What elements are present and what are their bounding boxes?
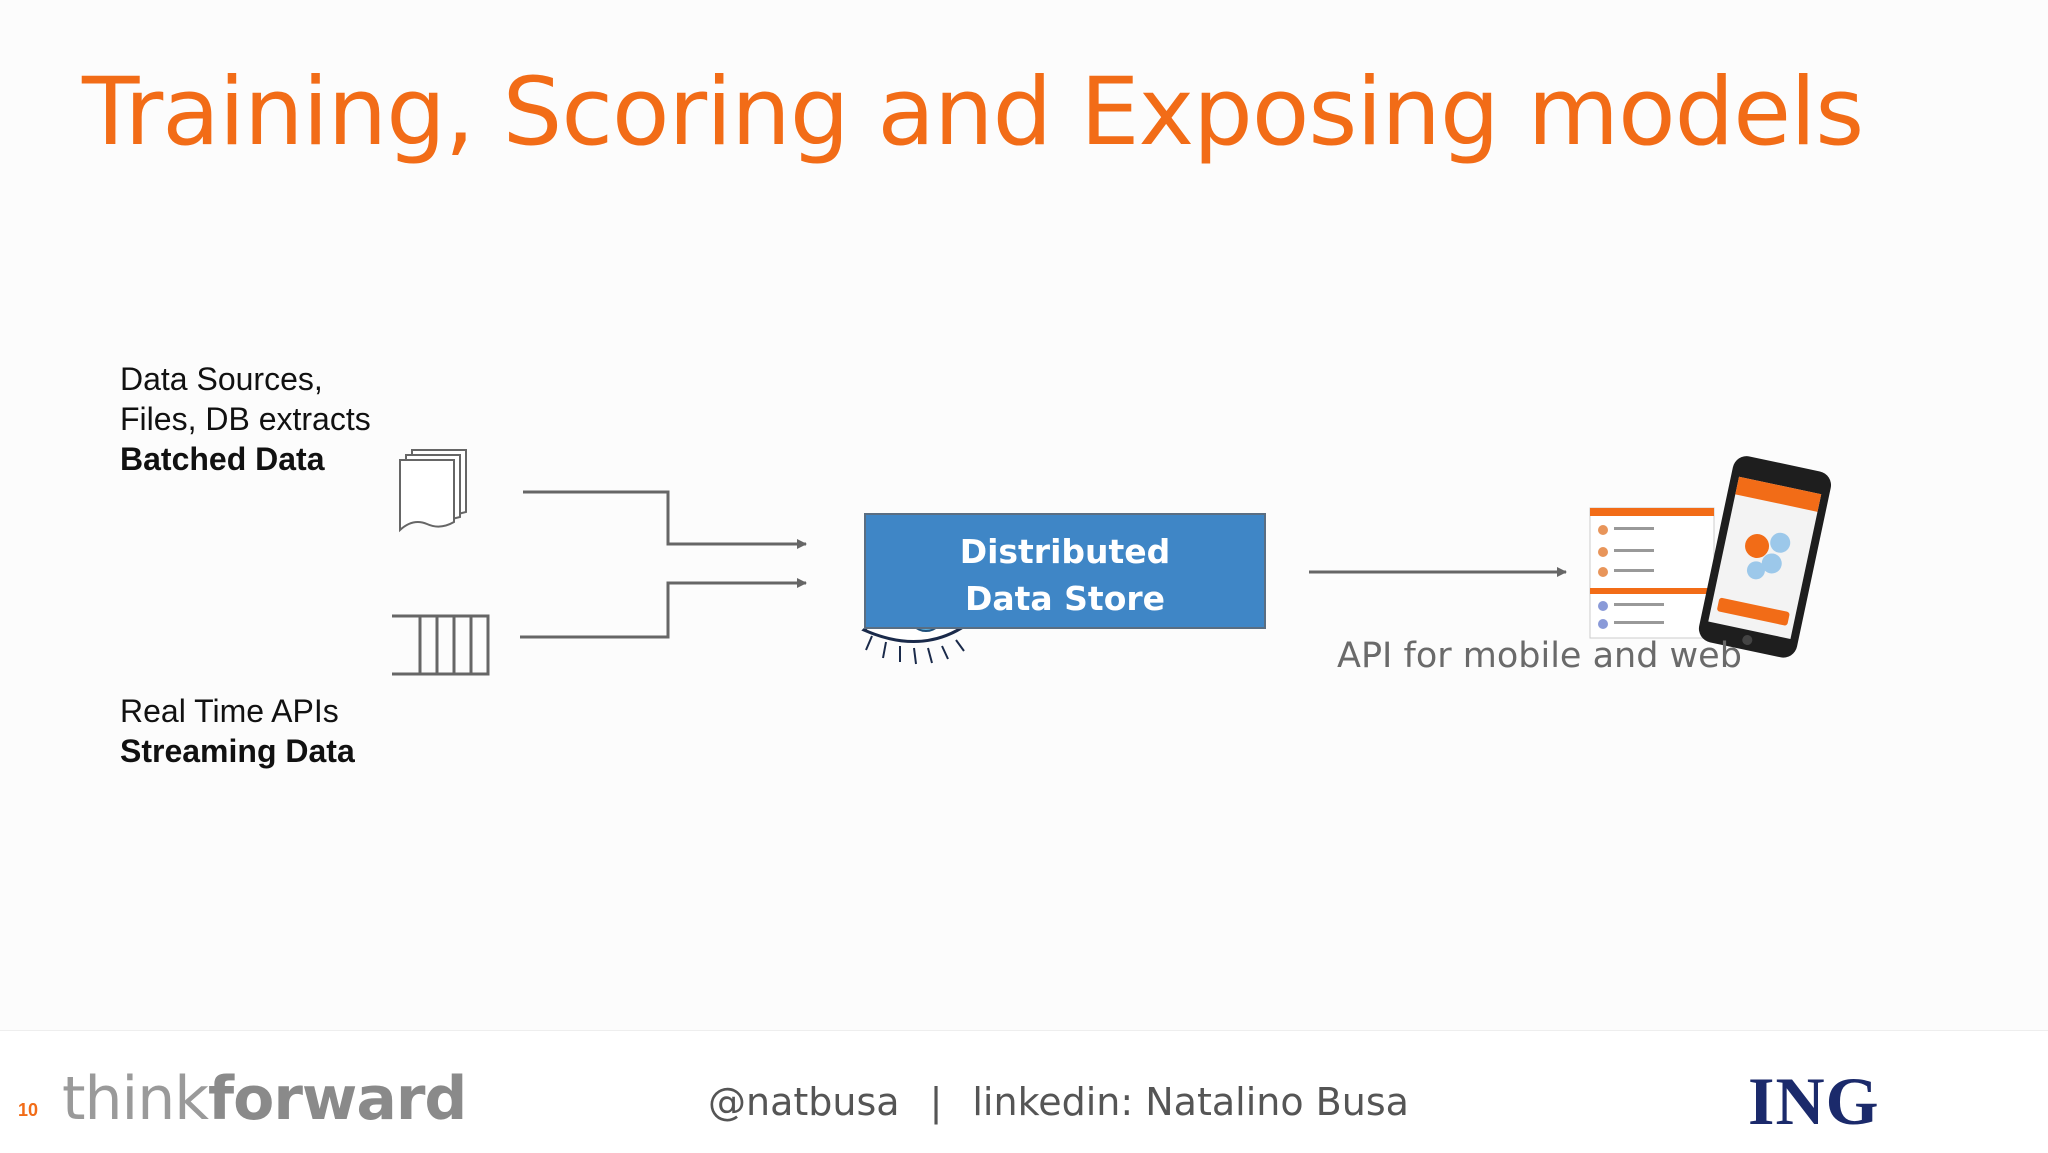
thinkforward-logo: thinkforward	[62, 1064, 467, 1134]
batched-line-1: Data Sources,	[120, 361, 323, 397]
documents-icon	[399, 449, 467, 533]
twitter-handle: @natbusa	[708, 1080, 900, 1124]
store-line-1: Distributed	[959, 532, 1171, 571]
streaming-line-1: Real Time APIs	[120, 693, 339, 729]
distributed-data-store: Distributed Data Store	[864, 513, 1266, 629]
batched-line-2: Files, DB extracts	[120, 401, 371, 437]
ing-logo: ING	[1748, 1063, 1880, 1139]
linkedin-handle: linkedin: Natalino Busa	[972, 1080, 1409, 1124]
streaming-line-2: Streaming Data	[120, 733, 355, 769]
page-number: 10	[18, 1100, 39, 1120]
store-line-2: Data Store	[964, 579, 1166, 618]
mobile-phone-icon	[1698, 456, 1832, 658]
brand-think: think	[62, 1064, 209, 1134]
batched-source-label: Data Sources, Files, DB extracts Batched…	[120, 359, 371, 479]
batched-connector	[523, 490, 807, 549]
batched-line-3: Batched Data	[120, 441, 325, 477]
web-dashboard-icon	[1589, 507, 1715, 639]
queue-icon	[392, 614, 490, 676]
brand-forward: forward	[208, 1064, 467, 1134]
api-label: API for mobile and web	[1337, 636, 1742, 676]
slide-title: Training, Scoring and Exposing models	[82, 58, 1864, 167]
footer	[0, 1030, 2048, 1153]
author-handles: @natbusa | linkedin: Natalino Busa	[708, 1080, 1409, 1124]
footer-separator: |	[929, 1080, 943, 1124]
streaming-source-label: Real Time APIs Streaming Data	[120, 691, 355, 771]
streaming-connector	[520, 578, 807, 639]
